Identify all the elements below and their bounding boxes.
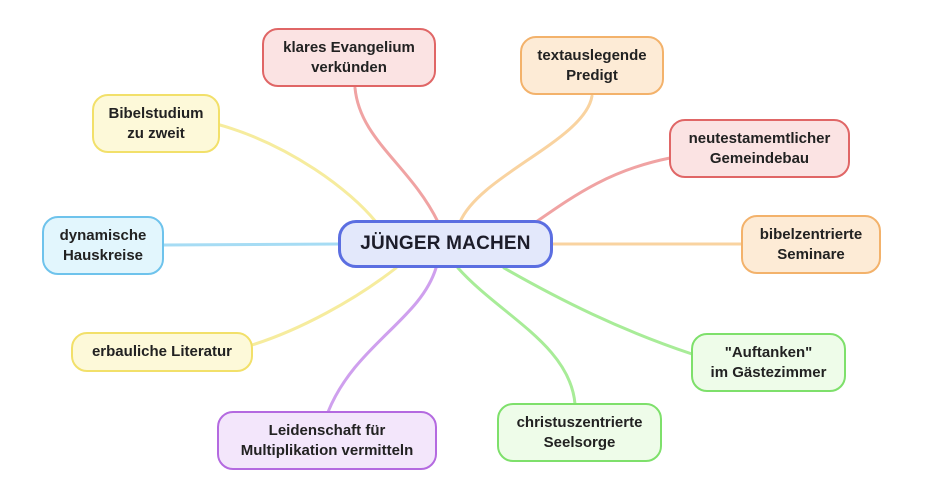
center-topic[interactable]: JÜNGER MACHEN — [338, 220, 553, 268]
connector-auftanken — [502, 266, 694, 356]
connector-bibelstudium — [218, 123, 378, 224]
node-bibelstudium-line-2: zu zweit — [127, 124, 185, 142]
node-klares-evangelium-line-1: klares Evangelium — [283, 38, 415, 56]
node-bibelstudium-line-1: Bibelstudium — [108, 104, 204, 122]
node-multiplikation-line-2: Multiplikation vermitteln — [240, 441, 414, 459]
node-textauslegende-predigt-line-2: Predigt — [566, 66, 618, 84]
center-topic-label: JÜNGER MACHEN — [360, 233, 531, 254]
node-klares-evangelium[interactable]: klares Evangelium verkünden — [262, 28, 436, 87]
connector-hauskreise — [162, 242, 342, 247]
node-bibelzentrierte-seminare[interactable]: bibelzentrierte Seminare — [741, 215, 881, 274]
node-bibelzentrierte-seminare-line-2: Seminare — [777, 245, 845, 263]
connector-multiplikation — [326, 266, 438, 414]
node-multiplikation[interactable]: Leidenschaft für Multiplikation vermitte… — [217, 411, 437, 470]
node-auftanken[interactable]: "Auftanken" im Gästezimmer — [691, 333, 846, 392]
node-seelsorge-line-2: Seelsorge — [543, 433, 616, 451]
node-bibelzentrierte-seminare-line-1: bibelzentrierte — [759, 225, 863, 243]
node-auftanken-line-1: "Auftanken" — [724, 343, 813, 361]
node-seelsorge-line-1: christuszentrierte — [516, 413, 643, 431]
node-hauskreise[interactable]: dynamische Hauskreise — [42, 216, 164, 275]
connector-textauslegende-predigt — [458, 94, 594, 224]
node-bibelstudium[interactable]: Bibelstudium zu zweit — [92, 94, 220, 153]
connector-klares-evangelium — [353, 86, 440, 224]
node-textauslegende-predigt-line-1: textauslegende — [537, 46, 647, 64]
connector-gemeindebau — [534, 156, 672, 224]
node-gemeindebau[interactable]: neutestamemtlicher Gemeindebau — [669, 119, 850, 178]
node-seelsorge[interactable]: christuszentrierte Seelsorge — [497, 403, 662, 462]
node-erbauliche-literatur[interactable]: erbauliche Literatur — [71, 332, 253, 372]
node-textauslegende-predigt[interactable]: textauslegende Predigt — [520, 36, 664, 95]
node-gemeindebau-line-2: Gemeindebau — [709, 149, 810, 167]
node-erbauliche-literatur-line-1: erbauliche Literatur — [91, 343, 233, 360]
node-hauskreise-line-1: dynamische — [59, 226, 147, 244]
node-hauskreise-line-2: Hauskreise — [62, 246, 144, 264]
node-auftanken-line-2: im Gästezimmer — [710, 363, 827, 381]
node-gemeindebau-line-1: neutestamemtlicher — [688, 129, 831, 147]
node-multiplikation-line-1: Leidenschaft für — [268, 421, 386, 439]
connector-erbauliche-literatur — [250, 266, 398, 347]
connector-seelsorge — [456, 266, 577, 406]
node-klares-evangelium-line-2: verkünden — [311, 58, 387, 76]
